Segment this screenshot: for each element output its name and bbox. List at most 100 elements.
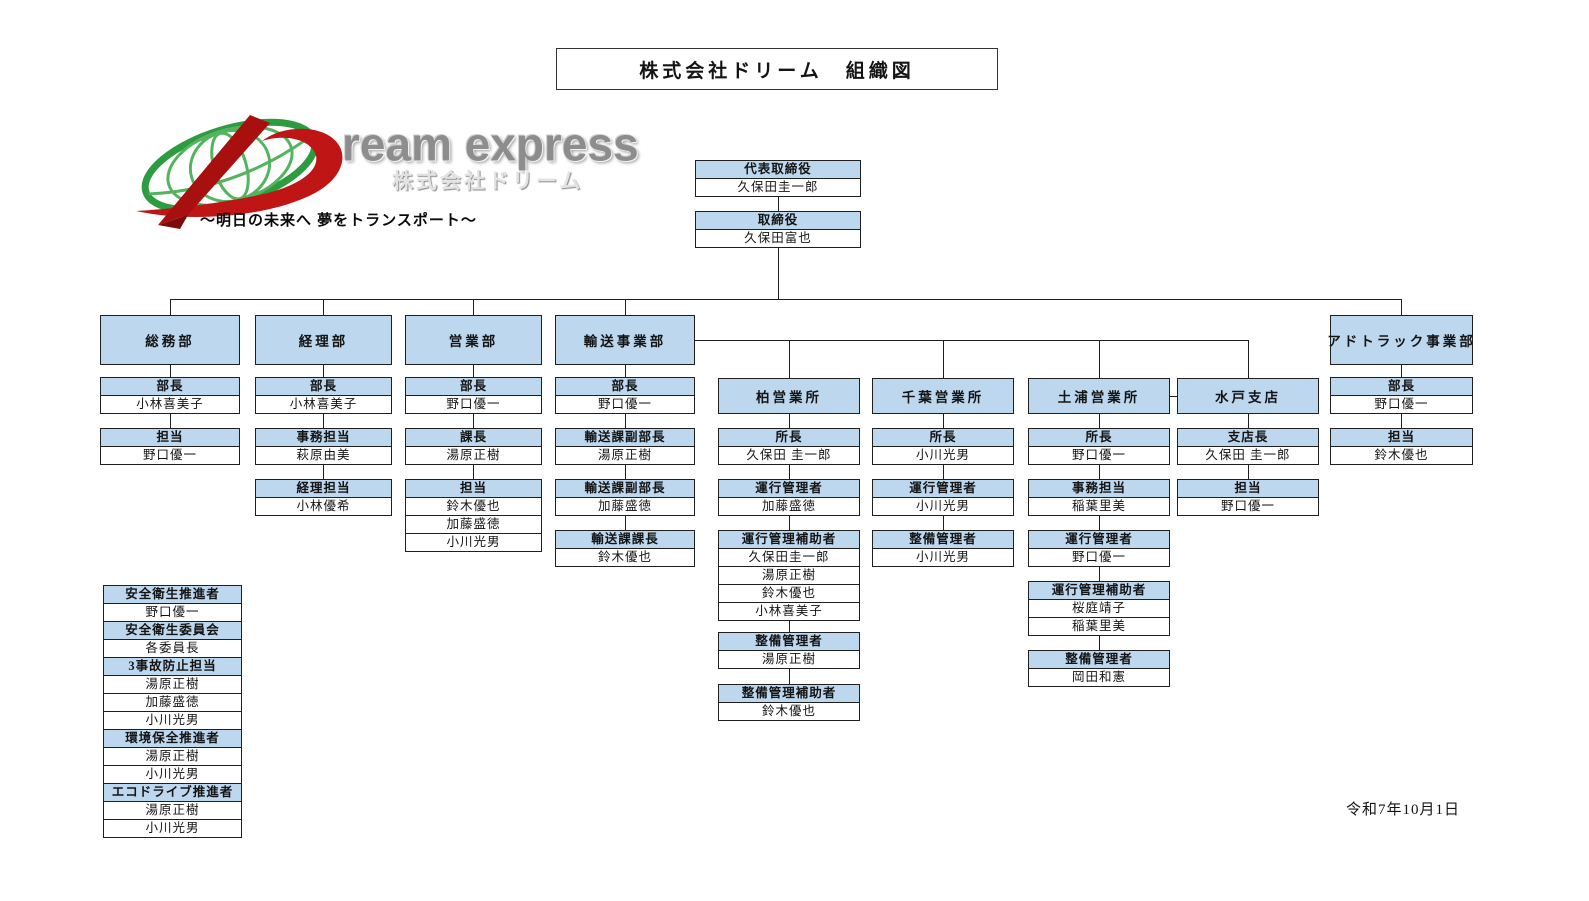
connector-line — [1099, 462, 1100, 479]
org-box-member: 桜庭靖子 — [1071, 601, 1126, 615]
org-box-mito-tantou: 担当野口優一 — [1177, 479, 1319, 516]
connector-line — [170, 299, 171, 315]
connector-line — [1401, 299, 1402, 315]
org-box-eigyou-bucho: 部長野口優一 — [405, 377, 542, 414]
org-box-title: 担当 — [406, 480, 541, 498]
org-box-member: 鈴木優也 — [719, 584, 859, 602]
connector-line — [1099, 414, 1100, 428]
org-box-tsuchiura-shocho: 所長野口優一 — [1028, 428, 1170, 465]
side-table-member: 湯原正樹 — [104, 675, 241, 693]
page-title-text: 株式会社ドリーム 組織図 — [639, 60, 915, 82]
org-box-title: 千葉営業所 — [901, 390, 985, 405]
org-box-member: 湯原正樹 — [597, 448, 652, 462]
org-box-member: 稲葉里美 — [1029, 617, 1169, 635]
company-logo: ream express 株式会社ドリーム ～明日の未来へ 夢をトランスポート～ — [130, 103, 639, 233]
side-table-member: 各委員長 — [104, 639, 241, 657]
connector-line — [943, 414, 944, 428]
org-box-kashiwa-shocho: 所長久保田 圭一郎 — [718, 428, 860, 465]
org-box-chiba-unkou: 運行管理者小川光男 — [872, 479, 1014, 516]
org-box-keiri-tantou: 経理担当小林優希 — [255, 479, 392, 516]
connector-line — [170, 365, 171, 377]
org-box-dept-eigyou: 営業部 — [405, 315, 542, 365]
connector-line — [323, 299, 324, 315]
org-box-member: 野口優一 — [142, 448, 197, 462]
org-box-title: 所長 — [719, 429, 859, 447]
page-title: 株式会社ドリーム 組織図 — [556, 48, 998, 90]
connector-line — [789, 666, 790, 684]
org-box-title: 経理部 — [298, 334, 349, 349]
logo-tagline: ～明日の未来へ 夢をトランスポート～ — [200, 212, 477, 229]
org-box-title: 輸送課副部長 — [556, 429, 694, 447]
org-box-member: 久保田富也 — [744, 231, 812, 245]
org-box-member: 野口優一 — [1071, 448, 1126, 462]
org-box-office-mito: 水戸支店 — [1177, 378, 1319, 414]
org-box-title: アドトラック事業部 — [1327, 334, 1476, 349]
org-box-yusou-bucho: 部長野口優一 — [555, 377, 695, 414]
org-box-member: 小川光男 — [915, 499, 970, 513]
org-box-title: 部長 — [556, 378, 694, 396]
connector-line — [625, 411, 626, 428]
org-box-member: 鈴木優也 — [597, 550, 652, 564]
connector-line — [1099, 632, 1100, 650]
org-box-kashiwa-seibi-hojo: 整備管理補助者鈴木優也 — [718, 684, 860, 721]
org-box-member: 野口優一 — [1071, 550, 1126, 564]
org-box-title: 部長 — [101, 378, 239, 396]
org-box-tsuchiura-seibi: 整備管理者岡田和憲 — [1028, 650, 1170, 687]
org-box-member: 野口優一 — [1374, 397, 1429, 411]
org-box-kashiwa-seibi: 整備管理者湯原正樹 — [718, 632, 860, 669]
org-box-member: 久保田圭一郎 — [737, 180, 819, 194]
org-box-chiba-seibi: 整備管理者小川光男 — [872, 530, 1014, 567]
connector-line — [1099, 564, 1100, 581]
org-box-keiri-bucho: 部長小林喜美子 — [255, 377, 392, 414]
connector-line — [1401, 365, 1402, 377]
org-box-title: 整備管理者 — [1029, 651, 1169, 669]
org-box-title: 運行管理者 — [873, 480, 1013, 498]
connector-line — [1248, 414, 1249, 428]
logo-company-text: 株式会社ドリーム — [392, 170, 584, 193]
org-box-member: 湯原正樹 — [719, 566, 859, 584]
connector-line — [625, 365, 626, 377]
org-box-tsuchiura-unkou-hojo: 運行管理補助者桜庭靖子稲葉里美 — [1028, 581, 1170, 636]
connector-line — [473, 365, 474, 377]
org-box-title: 事務担当 — [256, 429, 391, 447]
org-box-title: 所長 — [873, 429, 1013, 447]
org-box-title: 総務部 — [145, 334, 195, 349]
connector-line — [789, 615, 790, 632]
connector-line — [1170, 396, 1177, 397]
connector-line — [789, 462, 790, 479]
side-table-header: 3事故防止担当 — [104, 657, 241, 675]
connector-line — [625, 462, 626, 479]
org-box-title: 運行管理補助者 — [719, 531, 859, 549]
org-box-soumu-tantou: 担当野口優一 — [100, 428, 240, 465]
org-box-member: 湯原正樹 — [446, 448, 501, 462]
connector-line — [323, 365, 324, 377]
org-box-title: 土浦営業所 — [1057, 390, 1141, 405]
org-box-title: 部長 — [256, 378, 391, 396]
org-box-keiri-jimu: 事務担当萩原由美 — [255, 428, 392, 465]
connector-line — [778, 245, 779, 299]
connector-line — [943, 462, 944, 479]
org-box-member: 稲葉里美 — [1071, 499, 1126, 513]
org-box-member: 萩原由美 — [296, 448, 351, 462]
connector-line — [170, 299, 1401, 300]
connector-line — [1248, 462, 1249, 479]
connector-line — [789, 414, 790, 428]
org-box-dept-yusou: 輸送事業部 — [555, 315, 695, 365]
org-box-adtruck-tantou: 担当鈴木優也 — [1330, 428, 1473, 465]
org-box-member: 小川光男 — [915, 550, 970, 564]
connector-line — [789, 340, 790, 378]
side-table-header: エコドライブ推進者 — [104, 783, 241, 801]
side-table-member: 小川光男 — [104, 765, 241, 783]
org-box-tsuchiura-jimu: 事務担当稲葉里美 — [1028, 479, 1170, 516]
org-box-yusou-fukubucho1: 輸送課副部長湯原正樹 — [555, 428, 695, 465]
side-table-member: 野口優一 — [104, 603, 241, 621]
connector-line — [170, 411, 171, 428]
org-box-title: 水戸支店 — [1215, 390, 1281, 405]
side-table-header: 環境保全推進者 — [104, 729, 241, 747]
side-table-header: 安全衛生推進者 — [104, 586, 241, 603]
org-box-title: 輸送課課長 — [556, 531, 694, 549]
org-box-dept-keiri: 経理部 — [255, 315, 392, 365]
org-box-title: 部長 — [406, 378, 541, 396]
org-box-ceo: 代表取締役久保田圭一郎 — [695, 160, 861, 197]
